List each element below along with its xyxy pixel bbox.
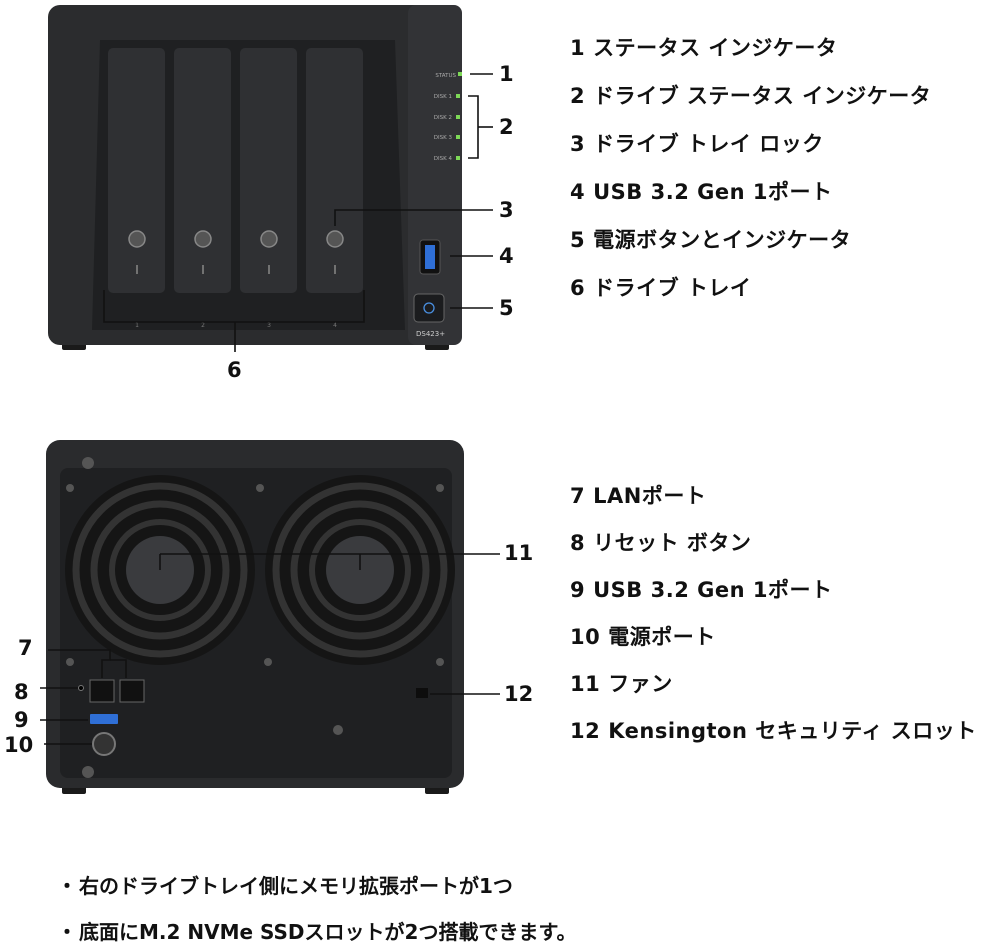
- legend-num: 3: [570, 132, 586, 156]
- front-usb-insert: [425, 245, 435, 269]
- legend-label: ステータス インジケータ: [593, 36, 838, 60]
- led-label-disk1: DISK 1: [434, 94, 452, 100]
- note-m2-slot: ・底面にM.2 NVMe SSDスロットが2つ搭載できます。: [57, 916, 576, 945]
- lan-port-1[interactable]: [89, 679, 115, 703]
- legend-num: 5: [570, 228, 586, 252]
- legend-num: 11: [570, 672, 601, 696]
- legend-front-5: 5 電源ボタンとインジケータ: [570, 224, 851, 254]
- back-callout-lines: [40, 553, 500, 745]
- reset-button[interactable]: [78, 685, 84, 691]
- legend-label: USB 3.2 Gen 1ポート: [593, 180, 833, 204]
- bay-number-3: 3: [267, 322, 271, 329]
- legend-label: ファン: [608, 672, 673, 696]
- legend-label: 電源ポート: [608, 625, 716, 649]
- bay-number-4: 4: [333, 322, 337, 329]
- callout-8: 8: [14, 680, 29, 704]
- callout-7: 7: [18, 636, 33, 660]
- led-label-disk3: DISK 3: [434, 135, 453, 141]
- legend-num: 4: [570, 180, 586, 204]
- front-callout-lines: [103, 73, 493, 352]
- led-label-disk4: DISK 4: [434, 156, 453, 162]
- legend-label: ドライブ ステータス インジケータ: [593, 84, 932, 108]
- kensington-slot[interactable]: [416, 688, 428, 698]
- legend-back-12: 12 Kensington セキュリティ スロット: [570, 715, 977, 745]
- power-port[interactable]: [92, 732, 116, 756]
- power-icon: [423, 302, 435, 314]
- disk3-led: [456, 135, 460, 139]
- legend-num: 8: [570, 531, 586, 555]
- callout-6: 6: [227, 358, 242, 382]
- legend-front-6: 6 ドライブ トレイ: [570, 272, 751, 302]
- drive-tray-1[interactable]: [108, 48, 165, 293]
- legend-back-8: 8 リセット ボタン: [570, 527, 751, 557]
- note-text: 底面にM.2 NVMe SSDスロットが2つ搭載できます。: [79, 920, 577, 944]
- legend-num: 10: [570, 625, 601, 649]
- lan-port-2[interactable]: [119, 679, 145, 703]
- drive-tray-4[interactable]: [306, 48, 363, 293]
- legend-label: LANポート: [593, 484, 707, 508]
- led-label-disk2: DISK 2: [434, 115, 452, 121]
- drive-trays: [108, 48, 363, 293]
- legend-label: リセット ボタン: [593, 531, 752, 555]
- front-view-diagram: 1 2 3 4 STATUS DISK 1 DISK 2 DISK 3 DISK…: [48, 5, 493, 352]
- callout-4: 4: [499, 244, 514, 268]
- callout-12: 12: [504, 682, 534, 706]
- legend-label: ドライブ トレイ: [593, 276, 752, 300]
- disk4-led: [456, 156, 460, 160]
- bay-number-1: 1: [135, 322, 139, 329]
- legend-num: 6: [570, 276, 586, 300]
- drive-tray-2[interactable]: [174, 48, 231, 293]
- legend-label: ドライブ トレイ ロック: [593, 132, 824, 156]
- callout-3: 3: [499, 198, 514, 222]
- legend-back-9: 9 USB 3.2 Gen 1ポート: [570, 574, 832, 604]
- legend-num: 2: [570, 84, 586, 108]
- disk2-led: [456, 115, 460, 119]
- callout-10: 10: [4, 733, 34, 757]
- legend-label: 電源ボタンとインジケータ: [593, 228, 852, 252]
- legend-label: Kensington セキュリティ スロット: [608, 719, 977, 743]
- note-bullet: ・: [57, 920, 77, 944]
- tray-lock-1[interactable]: [128, 230, 146, 248]
- legend-front-2: 2 ドライブ ステータス インジケータ: [570, 80, 931, 110]
- callout-2: 2: [499, 115, 514, 139]
- callout-1: 1: [499, 62, 514, 86]
- note-bullet: ・: [57, 874, 77, 898]
- tray-lock-2[interactable]: [194, 230, 212, 248]
- callout-5: 5: [499, 296, 514, 320]
- legend-front-4: 4 USB 3.2 Gen 1ポート: [570, 176, 832, 206]
- legend-back-11: 11 ファン: [570, 668, 673, 698]
- led-panel: STATUS DISK 1 DISK 2 DISK 3 DISK 4: [434, 72, 462, 162]
- back-view-diagram: [40, 440, 500, 794]
- model-label: DS423+: [416, 330, 445, 338]
- legend-num: 7: [570, 484, 586, 508]
- tray-lock-3[interactable]: [260, 230, 278, 248]
- legend-front-1: 1 ステータス インジケータ: [570, 32, 837, 62]
- back-usb-port[interactable]: [90, 714, 118, 724]
- legend-label: USB 3.2 Gen 1ポート: [593, 578, 833, 602]
- disk1-led: [456, 94, 460, 98]
- legend-num: 1: [570, 36, 586, 60]
- legend-back-7: 7 LANポート: [570, 480, 706, 510]
- legend-num: 12: [570, 719, 601, 743]
- status-led: [458, 72, 462, 76]
- led-label-status: STATUS: [435, 73, 456, 79]
- callout-11: 11: [504, 541, 534, 565]
- back-screws: [66, 457, 444, 778]
- legend-front-3: 3 ドライブ トレイ ロック: [570, 128, 824, 158]
- legend-back-10: 10 電源ポート: [570, 621, 716, 651]
- note-text: 右のドライブトレイ側にメモリ拡張ポートが1つ: [79, 874, 513, 898]
- legend-num: 9: [570, 578, 586, 602]
- note-memory-port: ・右のドライブトレイ側にメモリ拡張ポートが1つ: [57, 870, 513, 899]
- drive-tray-3[interactable]: [240, 48, 297, 293]
- callout-9: 9: [14, 708, 29, 732]
- bay-number-2: 2: [201, 322, 205, 329]
- tray-lock-4[interactable]: [326, 230, 344, 248]
- power-button[interactable]: [413, 293, 445, 323]
